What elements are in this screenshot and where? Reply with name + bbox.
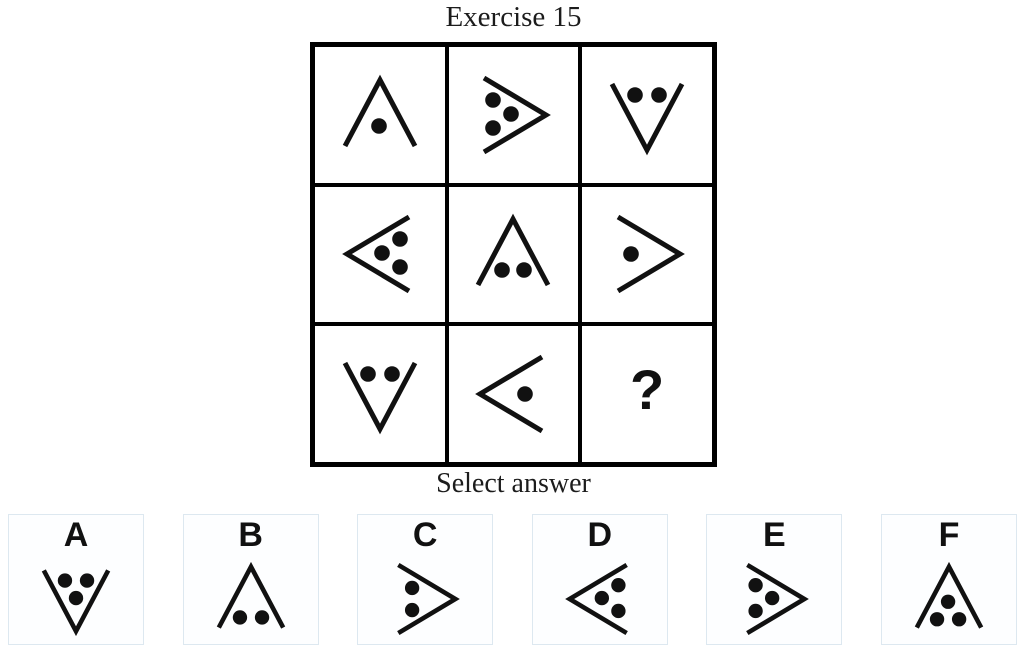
answer-option-b[interactable]: B xyxy=(182,514,319,645)
exercise-title: Exercise 15 xyxy=(445,1,582,33)
grid-cell-r1c2 xyxy=(446,45,581,185)
option-glyph-f xyxy=(903,553,995,645)
answer-option-f[interactable]: F xyxy=(880,514,1017,645)
answer-option-a[interactable]: A xyxy=(8,514,144,645)
grid-cell-r3c3: ? xyxy=(580,324,714,464)
option-glyph-b xyxy=(205,553,297,645)
answer-option-e[interactable]: E xyxy=(706,514,843,645)
option-letter-d: D xyxy=(587,516,613,554)
grid-cell-r1c1 xyxy=(313,45,447,185)
option-letter-b: B xyxy=(238,516,263,554)
answer-option-c[interactable]: C xyxy=(357,514,494,645)
grid-cell-r3c2 xyxy=(446,324,581,464)
select-answer-label: Select answer xyxy=(436,468,591,499)
grid-cell-r2c1 xyxy=(313,184,447,325)
grid-cell-r2c3 xyxy=(580,184,714,325)
option-glyph-e xyxy=(728,553,820,645)
option-letter-c: C xyxy=(412,516,438,554)
grid-cell-r1c3 xyxy=(580,45,714,185)
option-letter-a: A xyxy=(63,516,89,554)
grid-cell-r3c1 xyxy=(313,324,447,464)
question-mark: ? xyxy=(630,358,665,422)
option-letter-f: F xyxy=(938,516,960,554)
option-glyph-d xyxy=(554,553,646,645)
puzzle-grid: ? xyxy=(310,42,717,467)
option-glyph-a xyxy=(30,553,122,645)
answer-option-d[interactable]: D xyxy=(531,514,668,645)
answer-options: A B C D E F xyxy=(8,514,1017,645)
option-glyph-c xyxy=(379,553,471,645)
option-letter-e: E xyxy=(763,516,786,554)
grid-cell-r2c2 xyxy=(446,184,581,325)
